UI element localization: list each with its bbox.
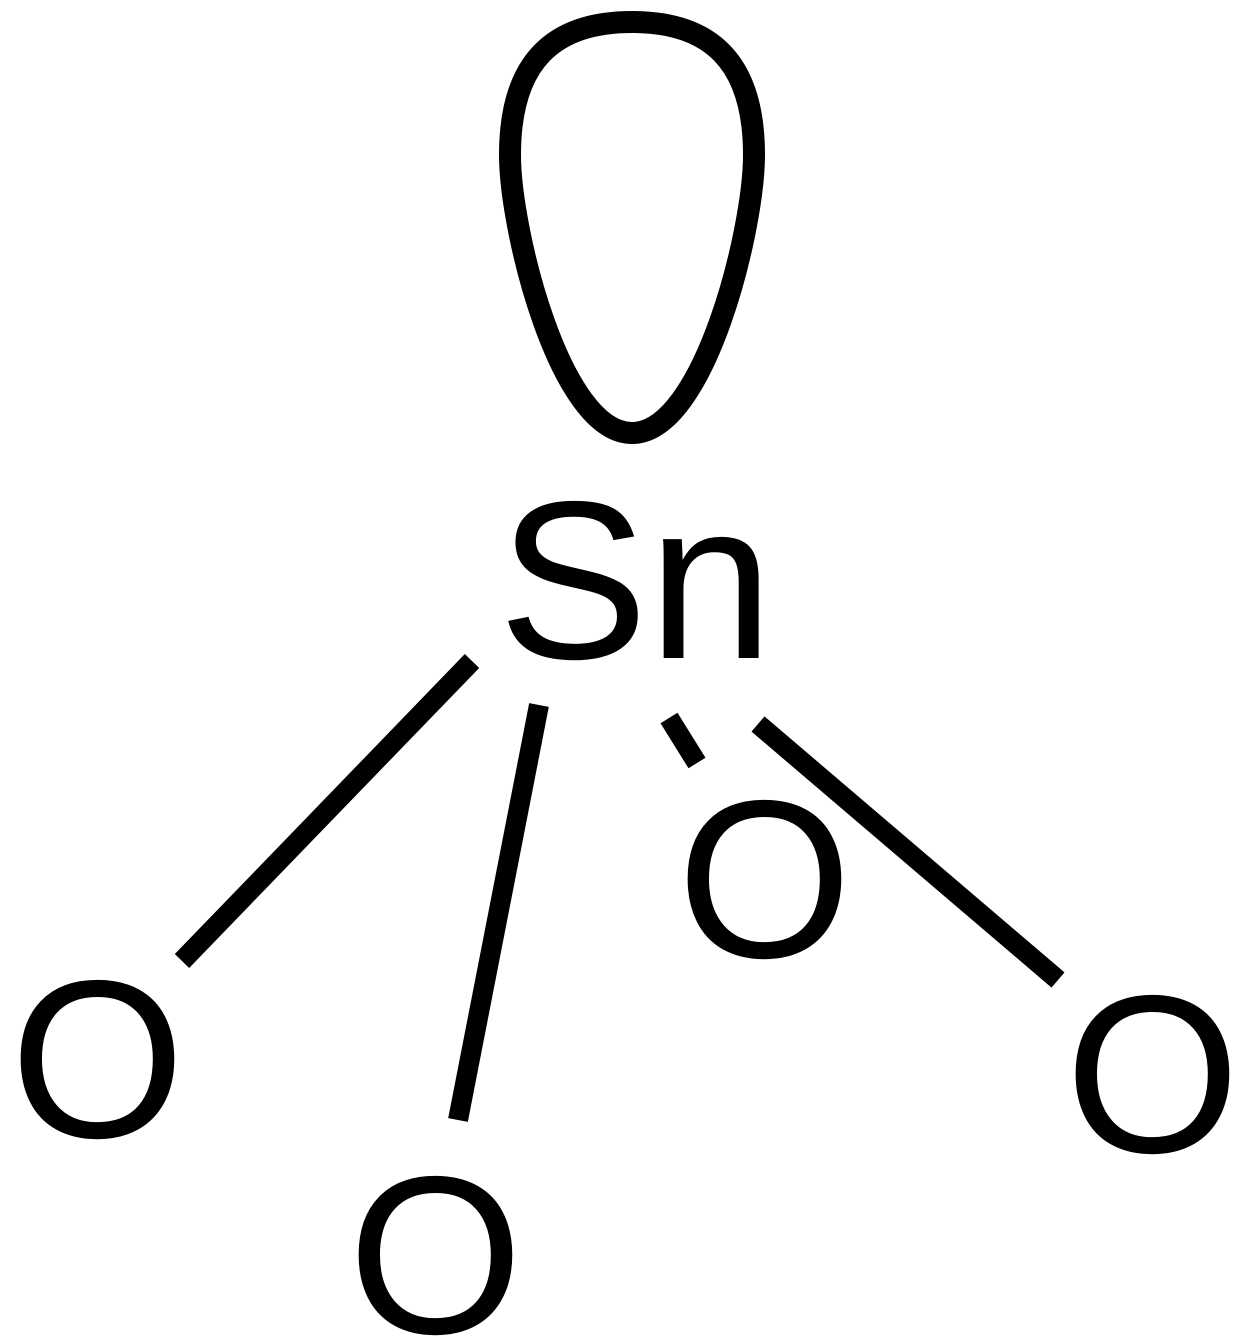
bond-sn-o-left [174,654,480,968]
bond-sn-o-right [751,716,1065,988]
tin-atom-label: Sn [498,454,773,706]
lone-pair-lobe-icon [499,11,765,444]
oxygen-atom-right: O [1065,948,1240,1200]
bond-sn-o-middle [660,712,706,769]
oxygen-atom-bottom: O [348,1129,523,1341]
oxygen-atom-middle: O [677,753,852,1005]
bond-sn-o-bottom [448,703,549,1122]
oxygen-atom-left: O [10,933,185,1185]
